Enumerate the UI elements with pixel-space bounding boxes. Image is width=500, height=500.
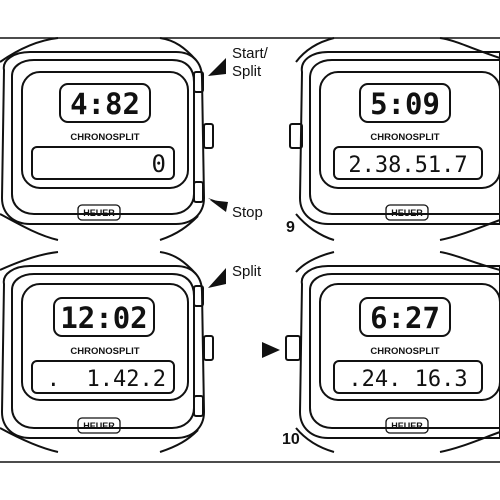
stop-arrow-head bbox=[210, 200, 228, 212]
brand-text: CHRONOSPLIT bbox=[70, 346, 139, 357]
time-display bbox=[359, 297, 451, 337]
time-text: 6:27 bbox=[370, 301, 440, 335]
stop-label: Stop bbox=[232, 204, 263, 221]
split-button bbox=[193, 285, 204, 307]
watch-bottom-right: 6:27 CHRONOSPLIT .24. 16.3 HEUER bbox=[285, 251, 500, 453]
chrono-display bbox=[31, 360, 175, 394]
time-display bbox=[59, 83, 151, 123]
stop-button bbox=[193, 181, 204, 203]
start-split-arrow bbox=[208, 58, 226, 76]
case-inner bbox=[309, 273, 500, 429]
heuer-logo bbox=[77, 417, 121, 434]
chrono-text: . 1.42.2 bbox=[47, 367, 166, 392]
split-arrow bbox=[208, 268, 226, 288]
strap-lower-right bbox=[439, 219, 500, 241]
time-text: 4:82 bbox=[70, 87, 140, 121]
heuer-logo-text: HEUER bbox=[83, 208, 115, 218]
watch-top-left: 4:82 CHRONOSPLIT 0 HEUER bbox=[0, 37, 214, 241]
heuer-logo-text: HEUER bbox=[391, 208, 423, 218]
strap-upper-right bbox=[439, 37, 500, 59]
strap-upper-right bbox=[439, 251, 500, 271]
strap-lower-left bbox=[0, 427, 59, 453]
time-display bbox=[53, 297, 155, 337]
case-outer bbox=[298, 51, 500, 225]
heuer-logo bbox=[385, 204, 429, 221]
heuer-logo-text: HEUER bbox=[83, 421, 115, 431]
strap-upper-left bbox=[295, 251, 335, 273]
brand-text: CHRONOSPLIT bbox=[370, 132, 439, 143]
time-text: 12:02 bbox=[60, 301, 147, 335]
time-text: 5:09 bbox=[370, 87, 440, 121]
strap-lower-right bbox=[439, 431, 500, 453]
screen-bezel bbox=[21, 71, 189, 189]
chrono-display bbox=[31, 146, 175, 180]
crown-button bbox=[285, 335, 301, 361]
start-split-label-line1: Start/ bbox=[232, 45, 269, 62]
chrono-display bbox=[333, 360, 483, 394]
brand-text: CHRONOSPLIT bbox=[70, 132, 139, 143]
chrono-text: 0 bbox=[152, 150, 166, 178]
crown-pointer-arrow bbox=[262, 342, 280, 358]
time-display bbox=[359, 83, 451, 123]
start-split-button bbox=[193, 71, 204, 93]
screen-bezel bbox=[21, 283, 189, 401]
heuer-logo bbox=[385, 417, 429, 434]
crown-button bbox=[203, 123, 214, 149]
strap-lower-left bbox=[0, 213, 59, 241]
brand-text: CHRONOSPLIT bbox=[370, 346, 439, 357]
start-split-label-line2: Split bbox=[232, 63, 262, 80]
watch-top-right: 5:09 CHRONOSPLIT 2.38.51.7 HEUER bbox=[289, 37, 500, 241]
stop-button bbox=[193, 395, 204, 417]
heuer-logo bbox=[77, 204, 121, 221]
step-number-9: 9 bbox=[286, 219, 295, 236]
screen-bezel bbox=[319, 283, 500, 401]
chrono-display bbox=[333, 146, 483, 180]
crown-button bbox=[203, 335, 214, 361]
step-number-10: 10 bbox=[282, 431, 300, 448]
chrono-text: 2.38.51.7 bbox=[348, 153, 467, 178]
strap-upper-left bbox=[0, 37, 59, 63]
screen-bezel bbox=[319, 71, 500, 189]
crown-button bbox=[289, 123, 303, 149]
case-outer bbox=[298, 265, 500, 439]
heuer-logo-text: HEUER bbox=[391, 421, 423, 431]
strap-upper-left bbox=[0, 251, 59, 271]
case-inner bbox=[309, 59, 500, 215]
split-label: Split bbox=[232, 263, 262, 280]
chrono-text: .24. 16.3 bbox=[348, 367, 467, 392]
watch-bottom-left: 12:02 CHRONOSPLIT . 1.42.2 HEUER bbox=[0, 251, 214, 453]
strap-upper-left bbox=[295, 37, 335, 63]
strap-lower-left bbox=[295, 427, 335, 453]
strap-lower-left bbox=[295, 213, 335, 241]
